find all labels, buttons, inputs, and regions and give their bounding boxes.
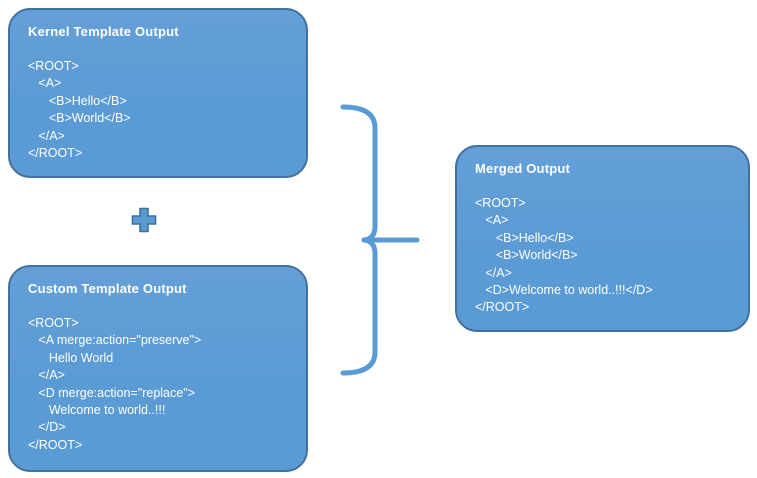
custom-box-xml-code: <ROOT> <A merge:action="preserve"> Hello…	[28, 316, 202, 452]
merged-output-box: Merged Output <ROOT> <A> <B>Hello</B> <B…	[455, 145, 750, 332]
merged-box-xml-code: <ROOT> <A> <B>Hello</B> <B>World</B> </A…	[475, 196, 653, 315]
kernel-template-output-box: Kernel Template Output <ROOT> <A> <B>Hel…	[8, 8, 308, 178]
kernel-box-title: Kernel Template Output	[28, 24, 179, 39]
merged-box-title: Merged Output	[475, 161, 571, 176]
custom-template-output-box: Custom Template Output <ROOT> <A merge:a…	[8, 265, 308, 472]
right-curly-brace-icon	[330, 98, 425, 383]
plus-icon	[131, 207, 157, 233]
kernel-box-xml-code: <ROOT> <A> <B>Hello</B> <B>World</B> </A…	[28, 59, 131, 161]
custom-box-title: Custom Template Output	[28, 281, 187, 296]
